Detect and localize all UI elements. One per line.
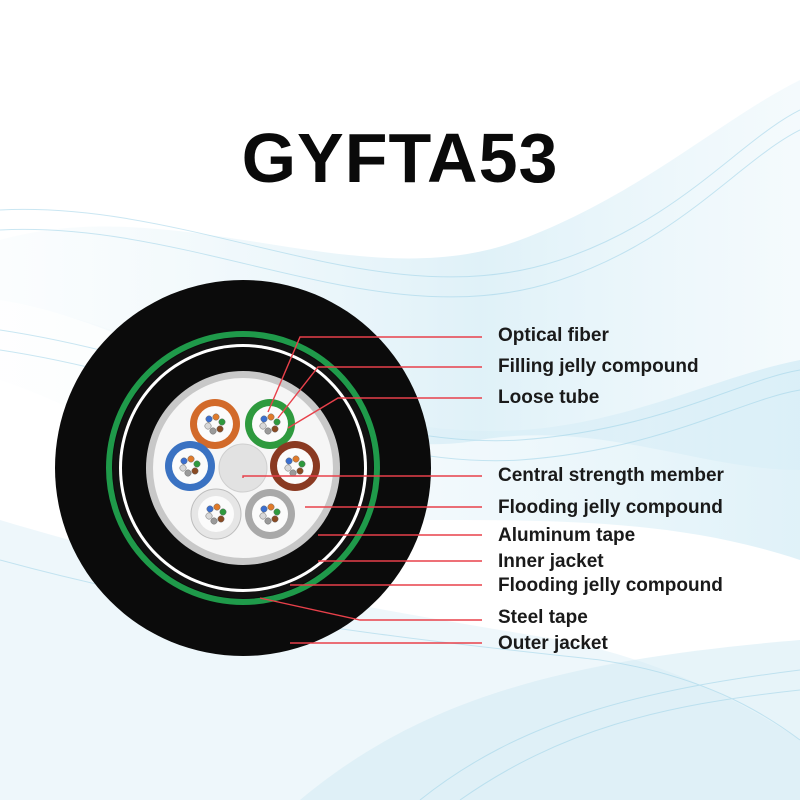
fiber-dot (213, 503, 221, 511)
fiber-dot (212, 413, 220, 421)
fiber-dot (205, 415, 213, 423)
label-aluminum-tape: Aluminum tape (498, 525, 636, 546)
label-flooding-jelly-compound-outer: Flooding jelly compound (498, 575, 723, 596)
fiber-dot (267, 503, 275, 511)
fiber-dot (184, 469, 192, 477)
fiber-dot (273, 508, 281, 516)
loose-tube-white (190, 488, 242, 540)
leader-line (277, 366, 482, 419)
label-steel-tape: Steel tape (498, 607, 588, 628)
label-central-strength-member: Central strength member (498, 465, 724, 486)
fiber-dot (217, 515, 225, 523)
fiber-dot (289, 469, 297, 477)
loose-tube-gray (245, 489, 295, 539)
fiber-dot (179, 464, 187, 472)
loose-tube-blue (165, 441, 215, 491)
leader-line (287, 397, 482, 429)
label-inner-jacket: Inner jacket (498, 551, 604, 572)
fiber-dot (267, 413, 275, 421)
fiber-dot (259, 422, 267, 430)
diagram-title: GYFTA53 (241, 119, 559, 197)
fiber-dot (298, 460, 306, 468)
label-flooding-jelly-compound-inner: Flooding jelly compound (498, 497, 723, 518)
fiber-dot (259, 512, 267, 520)
label-outer-jacket: Outer jacket (498, 633, 608, 654)
fiber-dot (285, 457, 293, 465)
fiber-dot (191, 467, 199, 475)
fiber-dot (271, 425, 279, 433)
leader-line (259, 597, 482, 621)
fiber-dot (292, 455, 300, 463)
fiber-dot (210, 517, 218, 525)
leader-lines (242, 336, 482, 644)
leader-line (267, 336, 482, 413)
fiber-dot (284, 464, 292, 472)
fiber-dot (180, 457, 188, 465)
fiber-dot (218, 418, 226, 426)
fiber-dot (273, 418, 281, 426)
fiber-dot (271, 515, 279, 523)
steel-tape (106, 331, 380, 605)
fiber-dot (264, 427, 272, 435)
fiber-dot (219, 508, 227, 516)
fiber-dot (264, 517, 272, 525)
fiber-dot (216, 425, 224, 433)
central-strength-member (218, 443, 268, 493)
fiber-dot (205, 512, 213, 520)
loose-tube-brown (270, 441, 320, 491)
fiber-dot (209, 427, 217, 435)
label-optical-fiber: Optical fiber (498, 325, 609, 346)
fiber-dot (260, 505, 268, 513)
optical-fibers (179, 413, 306, 525)
fiber-dot (260, 415, 268, 423)
fiber-dot (206, 505, 214, 513)
fiber-dot (187, 455, 195, 463)
leader-line (242, 475, 482, 478)
loose-tube-orange (190, 399, 240, 449)
label-filling-jelly-compound: Filling jelly compound (498, 356, 699, 377)
fiber-dot (193, 460, 201, 468)
fiber-dot (296, 467, 304, 475)
fiber-dot (204, 422, 212, 430)
label-loose-tube: Loose tube (498, 387, 600, 408)
